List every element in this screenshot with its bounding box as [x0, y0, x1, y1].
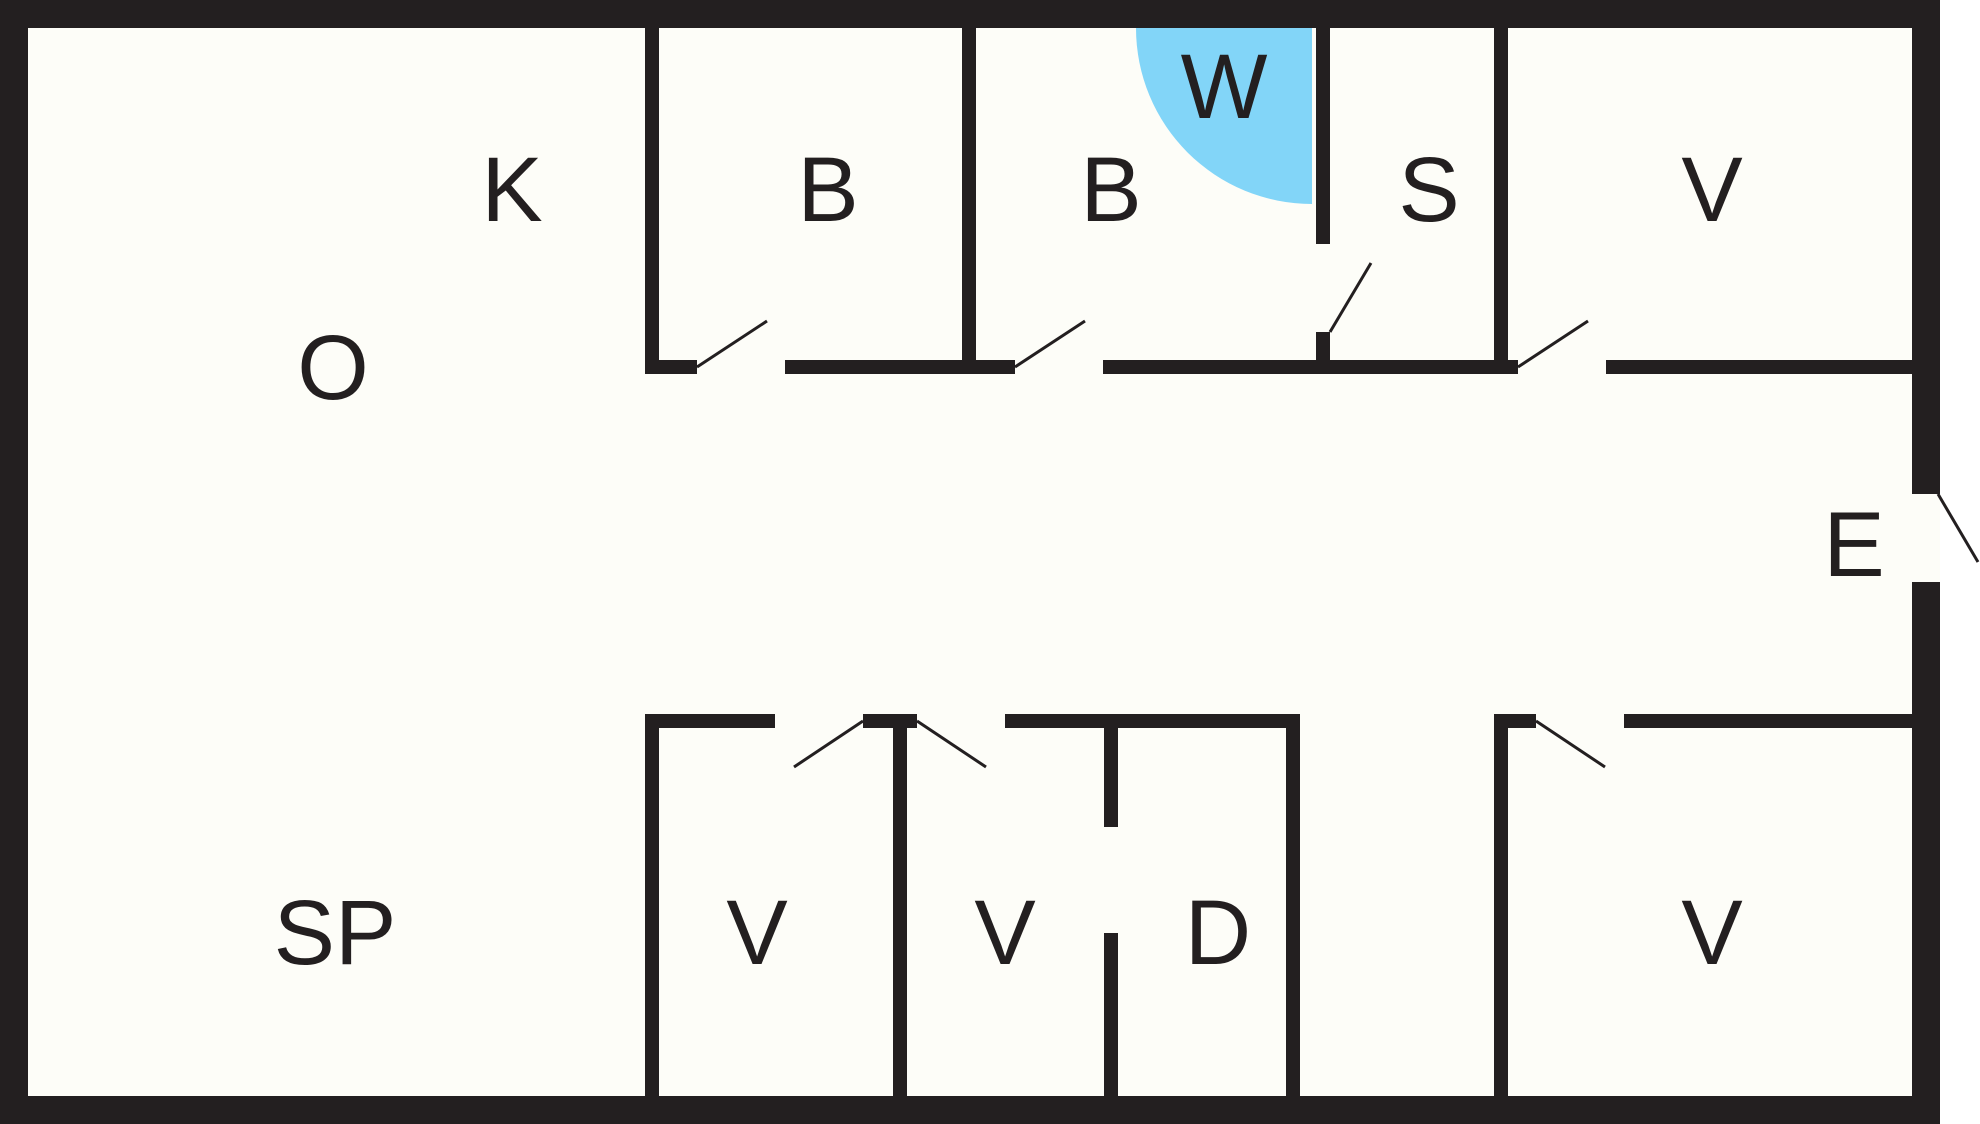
door-bedroom2	[1014, 319, 1086, 369]
room-label-storage-bottom-right: V	[1681, 882, 1742, 984]
room-label-living: O	[297, 317, 369, 419]
door-shower	[1328, 262, 1373, 333]
corridor-wall-top	[645, 360, 1925, 374]
door-gap-storage-top	[1518, 360, 1606, 374]
wall-bedroom2-shower-lower	[1316, 332, 1330, 374]
outer-wall-left	[0, 0, 28, 1124]
door-gap-entrance	[1912, 494, 1940, 582]
room-label-washroom: W	[1181, 36, 1268, 138]
outer-wall-right-lower	[1912, 582, 1940, 1124]
door-gap-storage2	[917, 714, 1005, 728]
door-gap-bedroom2	[1015, 360, 1103, 374]
wall-shower-storage	[1494, 20, 1508, 374]
wall-storage-bottom-right-left	[1494, 714, 1508, 1110]
wall-dressing-right	[1286, 714, 1300, 1110]
wall-storage1-storage2	[893, 714, 907, 1110]
door-storage2	[916, 719, 987, 769]
door-entrance	[1936, 493, 1980, 563]
door-storage-top	[1517, 319, 1589, 369]
door-gap-storage-bottom-right	[1536, 714, 1624, 728]
door-gap-shower	[1316, 244, 1330, 332]
wall-bedroom1-left	[645, 20, 659, 374]
door-gap-bedroom1	[697, 360, 785, 374]
room-label-storage-bottom-2: V	[974, 882, 1035, 984]
washroom-fixture	[1136, 28, 1312, 204]
room-label-storage-top: V	[1681, 139, 1742, 241]
wall-bedroom2-shower-upper	[1316, 20, 1330, 244]
room-label-entrance: E	[1823, 494, 1884, 596]
door-storage-bottom-right	[1535, 719, 1606, 769]
room-label-bedroom-1: B	[797, 139, 858, 241]
wall-playroom-storage1	[645, 714, 659, 1110]
room-label-storage-bottom-1: V	[726, 882, 787, 984]
outer-wall-right-upper	[1912, 0, 1940, 494]
room-label-bedroom-2: B	[1080, 139, 1141, 241]
room-label-kitchen: K	[481, 139, 542, 241]
wall-storage2-dressing-lower	[1104, 933, 1118, 1110]
room-label-dressing: D	[1185, 882, 1251, 984]
room-label-shower: S	[1398, 139, 1459, 241]
door-gap-storage1	[775, 714, 863, 728]
door-bedroom1	[696, 319, 768, 369]
outer-wall-bottom	[0, 1096, 1940, 1124]
wall-storage2-dressing-upper	[1104, 728, 1118, 827]
room-label-playroom: SP	[274, 882, 397, 984]
door-storage1	[793, 719, 864, 769]
wall-bedroom1-bedroom2	[962, 20, 976, 374]
